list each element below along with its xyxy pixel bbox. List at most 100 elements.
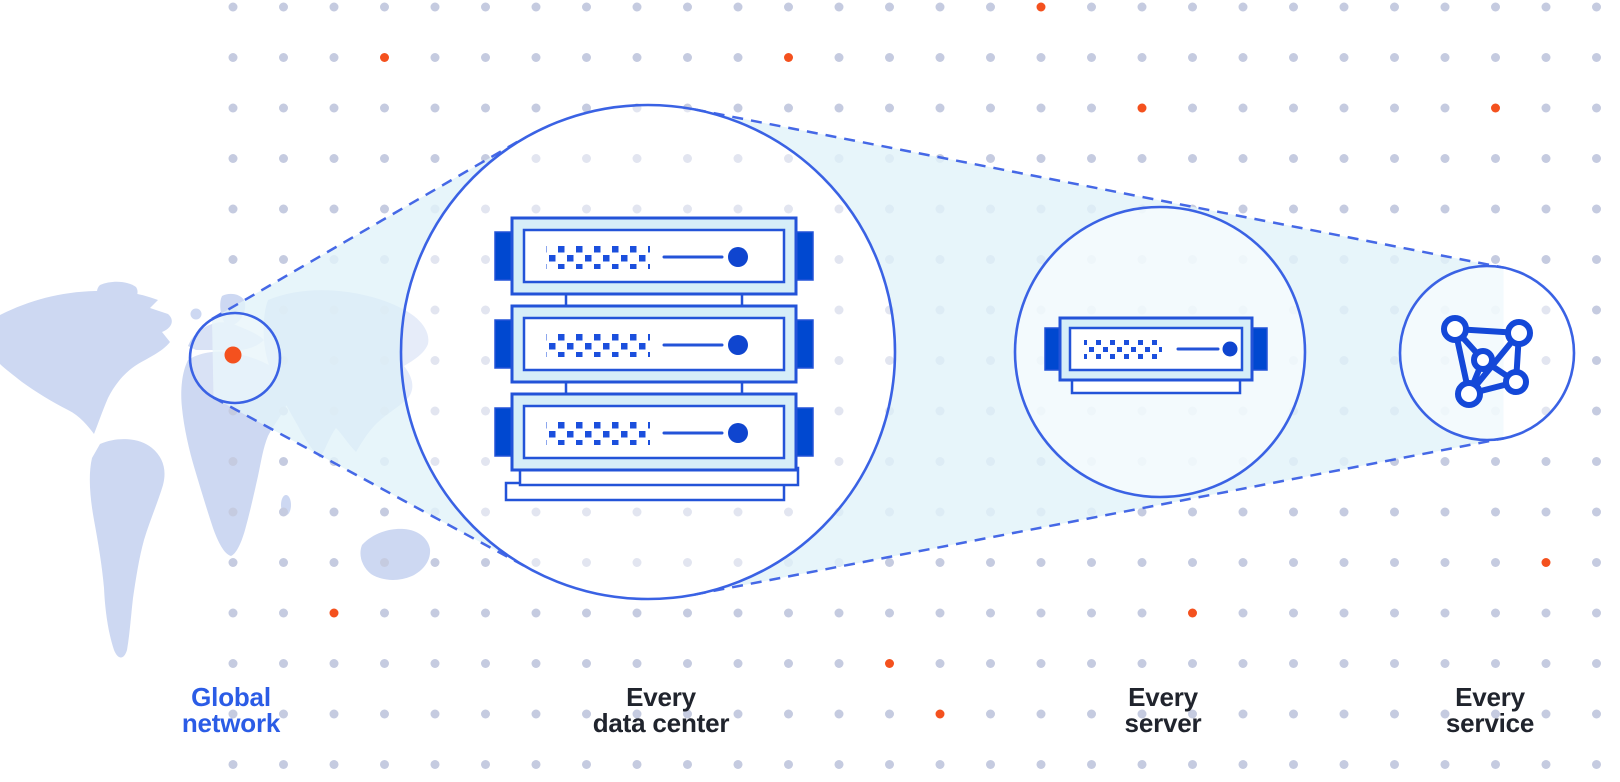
grid-dot-gray — [683, 760, 692, 769]
dashed-line-lower-left — [212, 396, 531, 571]
grid-dot-gray — [885, 709, 894, 719]
grid-dot-gray — [1188, 53, 1197, 62]
grid-dot-gray — [1087, 53, 1096, 62]
grid-dot-gray — [986, 103, 995, 113]
grid-dot-gray — [632, 53, 642, 62]
grid-dot-gray — [279, 507, 288, 517]
grid-dot-gray — [1339, 760, 1349, 769]
grid-dot-gray — [632, 659, 642, 668]
grid-dot-gray — [279, 709, 288, 719]
grid-dot-gray — [1541, 103, 1551, 113]
grid-dot-gray — [1238, 103, 1248, 113]
grid-dot-gray — [986, 154, 995, 163]
server-rack-icon — [494, 216, 814, 502]
grid-dot-gray — [1289, 760, 1298, 769]
grid-dot-gray — [1592, 305, 1601, 315]
grid-dot-gray — [1592, 103, 1601, 113]
grid-dot-gray — [1339, 53, 1349, 62]
grid-dot-gray — [380, 507, 389, 517]
grid-dot-gray — [1036, 659, 1046, 668]
grid-dot-gray — [1188, 507, 1197, 517]
grid-dot-gray — [784, 103, 793, 113]
grid-dot-gray — [1440, 760, 1450, 769]
grid-dot-gray — [481, 709, 490, 719]
grid-dot-gray — [1491, 457, 1500, 466]
grid-dot-gray — [935, 608, 945, 618]
grid-dot-gray — [279, 154, 288, 163]
grid-dot-gray — [834, 659, 844, 668]
grid-dot-gray — [834, 608, 844, 618]
grid-dot-gray — [1592, 204, 1601, 214]
dashed-line-upper-left — [211, 136, 525, 321]
cone-map-to-datacenter — [212, 138, 530, 569]
grid-dot-gray — [430, 709, 440, 719]
grid-dot-gray — [1036, 760, 1046, 769]
grid-dot-gray — [279, 457, 288, 466]
grid-dot-gray — [329, 154, 339, 163]
grid-dot-gray — [228, 154, 238, 163]
grid-dot-gray — [1339, 608, 1349, 618]
grid-dot-gray — [380, 2, 389, 12]
grid-dot-gray — [329, 103, 339, 113]
grid-dot-gray — [582, 608, 591, 618]
grid-dot-gray — [1289, 507, 1298, 517]
grid-dot-gray — [481, 2, 490, 12]
grid-dot-gray — [1238, 507, 1248, 517]
grid-dot-gray — [1087, 2, 1096, 12]
grid-dot-gray — [279, 255, 288, 264]
grid-dot-gray — [582, 709, 591, 719]
grid-dot-gray — [1238, 760, 1248, 769]
grid-dot-orange — [885, 659, 894, 668]
grid-dot-gray — [481, 608, 490, 618]
grid-dot-gray — [1339, 709, 1349, 719]
grid-dot-gray — [632, 608, 642, 618]
grid-dot-gray — [784, 608, 793, 618]
grid-dot-gray — [1087, 558, 1096, 567]
grid-dot-gray — [986, 2, 995, 12]
grid-dot-gray — [1592, 406, 1601, 416]
grid-dot-gray — [228, 457, 238, 466]
grid-dot-gray — [1491, 53, 1500, 62]
grid-dot-gray — [986, 709, 995, 719]
grid-dot-gray — [380, 558, 389, 567]
dashed-line-upper-right — [694, 108, 1504, 269]
grid-dot-gray — [1541, 204, 1551, 214]
grid-dot-gray — [228, 608, 238, 618]
dashed-zoom-lines — [211, 108, 1504, 596]
grid-dot-gray — [935, 760, 945, 769]
server-unit-3 — [494, 392, 814, 472]
grid-dot-gray — [834, 53, 844, 62]
grid-dot-gray — [733, 103, 743, 113]
grid-dot-gray — [1188, 2, 1197, 12]
grid-dot-gray — [279, 760, 288, 769]
grid-dot-gray — [683, 2, 692, 12]
grid-dot-gray — [784, 2, 793, 12]
grid-dot-gray — [430, 154, 440, 163]
grid-dot-gray — [1440, 2, 1450, 12]
grid-dot-gray — [481, 53, 490, 62]
caption-line: Every — [626, 682, 696, 712]
grid-dot-orange — [935, 709, 945, 719]
grid-dot-gray — [1339, 103, 1349, 113]
grid-dot-gray — [1289, 659, 1298, 668]
caption-line: data center — [592, 708, 730, 738]
grid-dot-gray — [430, 608, 440, 618]
grid-dot-gray — [1238, 53, 1248, 62]
grid-dot-gray — [1137, 709, 1147, 719]
grid-dot-gray — [1188, 103, 1197, 113]
grid-dot-gray — [1289, 709, 1298, 719]
grid-dot-gray — [935, 558, 945, 567]
grid-dot-gray — [380, 154, 389, 163]
grid-dot-gray — [1036, 709, 1046, 719]
grid-dot-gray — [1289, 103, 1298, 113]
grid-dot-gray — [1137, 608, 1147, 618]
grid-dot-gray — [1491, 255, 1500, 264]
grid-dot-gray — [1289, 558, 1298, 567]
grid-dot-gray — [1440, 53, 1450, 62]
caption-every-service: Every service — [1446, 684, 1534, 736]
grid-dot-gray — [430, 53, 440, 62]
grid-dot-gray — [531, 53, 541, 62]
grid-dot-gray — [531, 2, 541, 12]
